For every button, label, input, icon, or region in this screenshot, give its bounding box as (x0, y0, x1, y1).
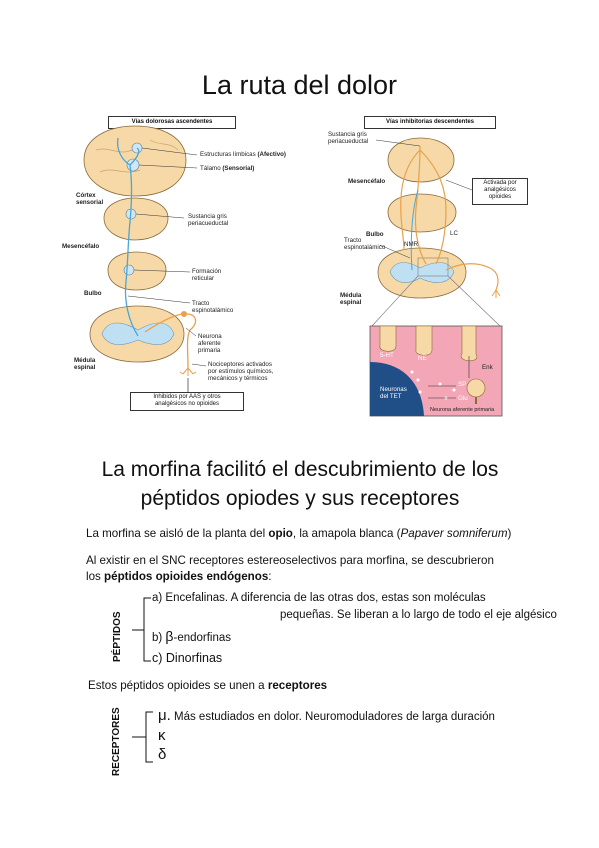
terminal-enk (460, 325, 478, 362)
r-label-ne: NE (418, 355, 427, 362)
r-tract-path (410, 189, 419, 271)
r-label-enk: Enk (482, 364, 493, 371)
r-label-midbrain: Mesencéfalo (348, 178, 386, 185)
paragraph-receptors: Estos péptidos opioides se unen a recept… (88, 679, 328, 692)
bulb-shape (107, 251, 167, 291)
r-afferent-neuron (445, 263, 499, 291)
r-midbrain-shape (387, 137, 455, 183)
r-label-bulb: Bulbo (366, 231, 384, 238)
peptide-c: c) Dinorfinas (152, 651, 223, 665)
r-label-nmr: NMR (404, 241, 419, 248)
spinal-gray-matter (101, 322, 175, 345)
afferent-neuron (144, 313, 197, 369)
r-label-afferent: Neurona aferente primaria (430, 407, 495, 413)
paragraph-morphine: La morfina se aisló de la planta del opi… (86, 527, 512, 540)
receptor-kappa: κ (158, 727, 166, 744)
r-bulb-shape (387, 193, 457, 233)
r-spinal-gray-matter (389, 262, 455, 283)
cerebrum-folds (95, 139, 179, 173)
label-thalamus: Tálamo (Sensorial) (200, 165, 255, 172)
descending-header: Vías inhibitorias descendentes (364, 116, 496, 129)
peptide-a-line2: pequeñas. Se liberan a lo largo de todo … (280, 609, 557, 621)
r-label-lc: LC (450, 230, 458, 237)
r-label-sp: SP (458, 381, 467, 388)
terminal-5ht (379, 325, 397, 352)
r-label-glu: Glu (458, 395, 468, 402)
midbrain-shape (103, 197, 169, 241)
terminal-ne (415, 325, 433, 356)
label-midbrain: Mesencéfalo (62, 243, 100, 250)
label-cortex: Córtex sensorial (76, 192, 104, 206)
paragraph-receptors-snc: Al existir en el SNC receptores estereos… (86, 554, 494, 583)
descending-path (400, 145, 447, 265)
nociceptor-ending (179, 367, 197, 376)
peptide-b: b) β-endorfinas (152, 628, 232, 644)
tet-neuron-body (370, 362, 424, 416)
label-limbic: Estructuras límbicas (Afectivo) (200, 151, 286, 158)
peptide-a-line1: a) Encefalinas. A diferencia de las otra… (152, 592, 486, 604)
receptor-delta: δ (158, 746, 167, 763)
page-title: La ruta del dolor (201, 70, 398, 100)
section-title: La morfina facilitó el descubrimiento de… (101, 458, 499, 510)
r-label-5ht: 5-HT (380, 352, 394, 359)
label-bulb: Bulbo (84, 290, 102, 297)
ascending-path (116, 137, 140, 337)
receptor-mu: μ. Más estudiados en dolor. Neuromodulad… (158, 707, 495, 724)
